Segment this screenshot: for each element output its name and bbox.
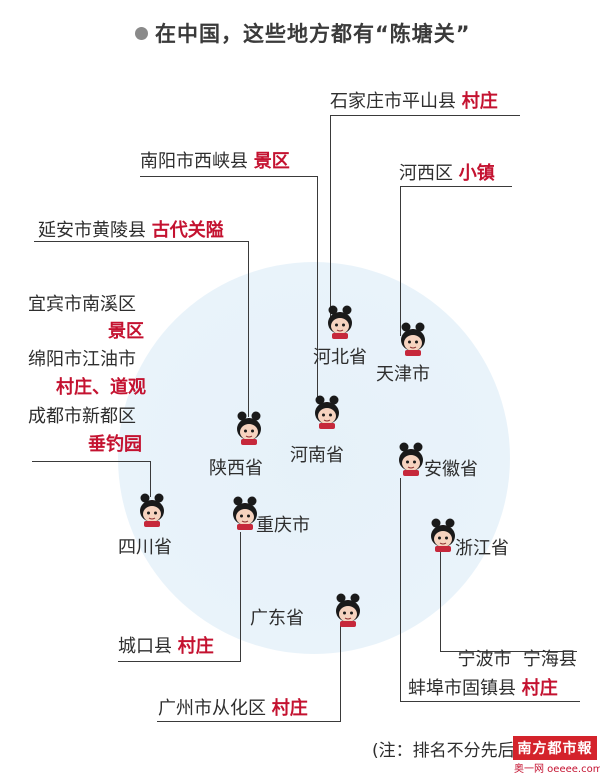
province-guangdong: 广东省 — [250, 608, 304, 629]
connector-line — [240, 532, 241, 662]
province-anhui: 安徽省 — [424, 459, 478, 480]
title-text: 在中国，这些地方都有“陈塘关” — [155, 22, 471, 46]
connector-line — [140, 176, 318, 177]
connector-line — [157, 721, 340, 722]
connector-line — [32, 461, 150, 462]
label-nanyang: 南阳市西峡县 景区 — [140, 151, 290, 172]
footnote: (注：排名不分先后) — [372, 741, 522, 761]
character-face-icon — [237, 411, 261, 445]
character-face-icon — [431, 518, 455, 552]
label-yanan: 延安市黄陵县 古代关隘 — [38, 220, 224, 241]
connector-line — [440, 548, 441, 652]
label-yibin-place: 宜宾市南溪区 — [28, 294, 136, 315]
connector-line — [118, 661, 240, 662]
label-ningbo: 宁波市 宁海县 — [457, 649, 577, 670]
connector-line — [400, 701, 580, 702]
character-face-icon — [336, 593, 360, 627]
page-title: 在中国，这些地方都有“陈塘关” — [135, 18, 471, 48]
character-face-icon — [233, 496, 257, 530]
connector-line — [330, 115, 331, 320]
website-watermark: 奥一网 oeeee.com — [514, 764, 600, 775]
newspaper-logo: 南方都市報 — [513, 736, 597, 760]
connector-line — [248, 241, 249, 417]
province-henan: 河南省 — [290, 445, 344, 466]
connector-line — [400, 478, 401, 702]
connector-line — [317, 176, 318, 401]
connector-line — [400, 186, 401, 336]
label-hexi: 河西区 小镇 — [399, 163, 495, 184]
connector-line — [340, 625, 341, 722]
label-mianyang-type: 村庄、道观 — [56, 377, 146, 398]
label-shijiazhuang: 石家庄市平山县 村庄 — [330, 91, 498, 112]
character-face-icon — [140, 493, 164, 527]
character-face-icon — [315, 395, 339, 429]
province-shaanxi: 陕西省 — [209, 458, 263, 479]
label-chengkou: 城口县 村庄 — [118, 636, 214, 657]
province-zhejiang: 浙江省 — [455, 538, 509, 559]
background-circle — [118, 262, 510, 654]
province-chongqing: 重庆市 — [256, 515, 310, 536]
label-chengdu-type: 垂钓园 — [88, 434, 142, 455]
label-mianyang-place: 绵阳市江油市 — [28, 349, 136, 370]
province-hebei: 河北省 — [313, 347, 367, 368]
label-chengdu-place: 成都市新都区 — [28, 406, 136, 427]
province-sichuan: 四川省 — [118, 537, 172, 558]
label-yibin-type: 景区 — [108, 321, 144, 342]
character-face-icon — [399, 442, 423, 476]
character-face-icon — [328, 305, 352, 339]
connector-line — [34, 241, 248, 242]
connector-line — [440, 651, 577, 652]
label-guangzhou: 广州市从化区 村庄 — [158, 698, 308, 719]
province-tianjin: 天津市 — [376, 364, 430, 385]
bullet-dot-icon — [135, 27, 148, 40]
connector-line — [330, 115, 520, 116]
connector-line — [400, 186, 512, 187]
label-bengbu: 蚌埠市固镇县 村庄 — [408, 678, 558, 699]
character-face-icon — [401, 322, 425, 356]
connector-line — [150, 461, 151, 497]
